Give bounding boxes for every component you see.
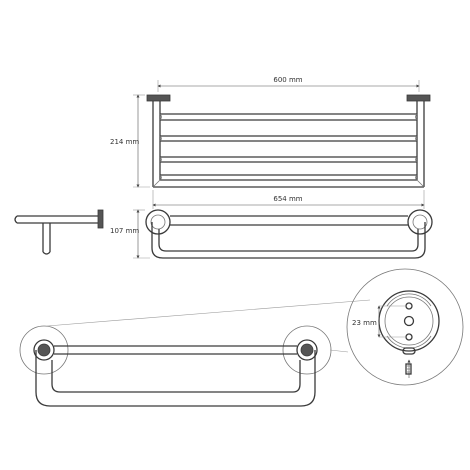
- dimension-width-overall: 654 mm: [152, 190, 425, 209]
- side-wall-plate: [97, 209, 104, 229]
- right-end-cap: [296, 339, 318, 361]
- magnified-mount-detail: 23 mm: [346, 268, 464, 386]
- shelf-rails: [152, 113, 425, 188]
- side-hanging-bar-tip: [42, 251, 51, 255]
- dimension-detail-spacing: 23 mm: [352, 305, 405, 338]
- left-callout-circle: [19, 325, 69, 375]
- right-mount-rosette: [407, 209, 433, 235]
- dimension-label-depth-side: 107 mm: [110, 227, 139, 235]
- detail-magnifier-circle: [346, 268, 464, 386]
- dimension-width-top: 600 mm: [157, 76, 420, 92]
- right-wall-bracket: [406, 94, 431, 102]
- detail-set-screw: [402, 347, 416, 355]
- dimension-depth-side: 107 mm: [110, 209, 150, 259]
- detail-screw-hole-center: [403, 315, 415, 327]
- bottom-detail-view: [19, 299, 371, 407]
- left-wall-bracket: [146, 94, 171, 102]
- dimension-label-width-overall: 654 mm: [273, 195, 302, 203]
- left-end-cap: [33, 339, 55, 361]
- detail-rosette-outer: [378, 290, 440, 352]
- dimension-label-detail-spacing: 23 mm: [352, 319, 377, 327]
- hanging-loop-outer: [35, 350, 316, 407]
- detail-screw-hole-top: [405, 302, 413, 310]
- hanging-loop-inner: [51, 360, 301, 393]
- detail-screw-hole-bottom: [405, 333, 413, 341]
- towel-bar-inner: [158, 229, 419, 252]
- leader-line-side: [329, 349, 349, 353]
- towel-bar-outer: [151, 222, 426, 259]
- front-elevation-view: 600 mm 214 mm 654 mm: [110, 76, 431, 209]
- dimension-label-width-top: 600 mm: [273, 76, 302, 84]
- dimension-height-front: 214 mm: [110, 94, 150, 188]
- side-profile-view: [14, 209, 104, 255]
- left-mount-rosette: [145, 209, 171, 235]
- rail-end-caps: [159, 113, 418, 181]
- dimension-label-height-front: 214 mm: [110, 138, 139, 146]
- side-rail-tip: [14, 215, 18, 224]
- top-plan-view: 107 mm: [110, 209, 433, 259]
- leader-line-top: [46, 299, 371, 327]
